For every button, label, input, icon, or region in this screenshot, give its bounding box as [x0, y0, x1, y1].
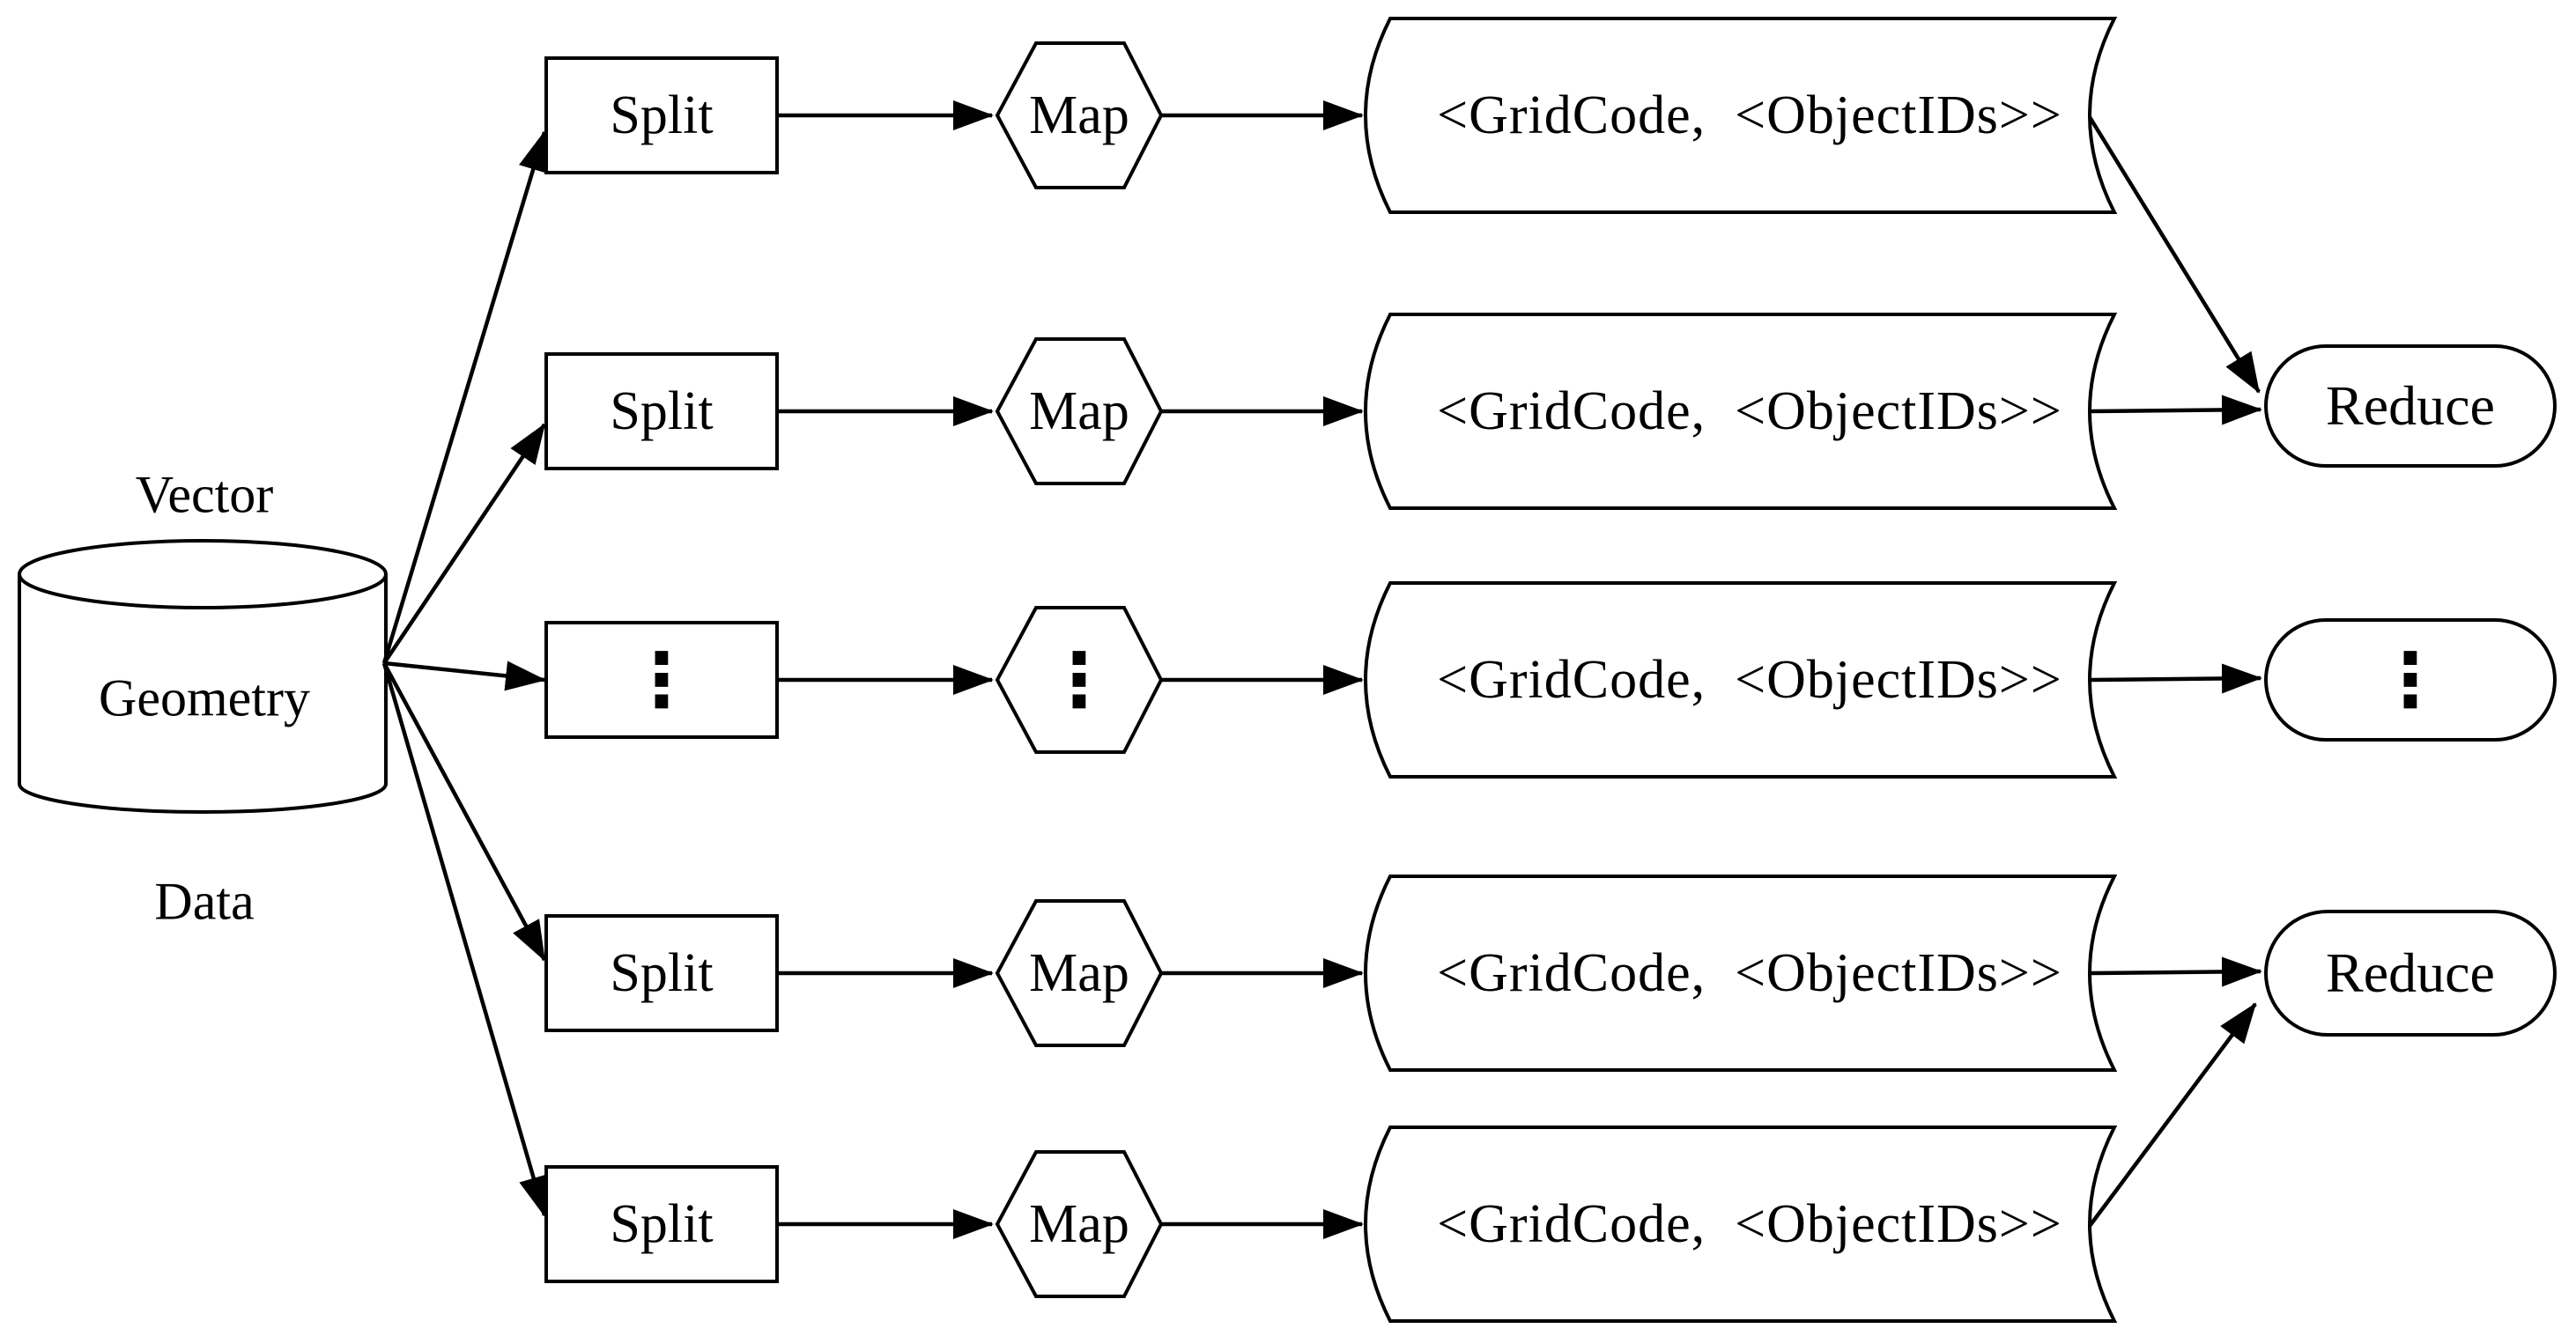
output-label-2: <GridCode, <ObjectIDs>> — [1437, 380, 2062, 441]
map-label-3: ⋮ — [1042, 637, 1116, 723]
arrow-output5-to-reduce2 — [2088, 1002, 2257, 1228]
pipeline-row-3 — [544, 581, 2118, 779]
datastore-label-line3: Data — [154, 872, 255, 931]
map-label-2: Map — [1029, 380, 1129, 441]
datastore-label-line1: Vector — [135, 465, 274, 524]
output-datastore-5 — [1364, 1126, 2118, 1323]
split-box-1 — [544, 56, 779, 174]
reduce-stadium-2 — [2264, 910, 2557, 1037]
output-label-3: <GridCode, <ObjectIDs>> — [1437, 649, 2062, 710]
pipeline-row-1 — [544, 17, 2118, 214]
split-box-5 — [544, 1165, 779, 1283]
datastore-cylinder — [18, 539, 388, 814]
output-datastore-2 — [1364, 313, 2118, 510]
arrow-source-to-split-5 — [381, 662, 549, 1217]
reduce-label-2: Reduce — [2326, 941, 2495, 1004]
converge-arrows — [2088, 115, 2262, 1228]
arrow-output2-to-reduce1 — [2091, 395, 2262, 425]
output-label-5: <GridCode, <ObjectIDs>> — [1437, 1193, 2062, 1254]
split-label-4: Split — [610, 942, 714, 1003]
arrow-source-to-split-4 — [382, 661, 546, 962]
arrow-source-to-split-1 — [381, 130, 548, 664]
split-label-3: ⋮ — [625, 637, 699, 723]
split-label-5: Split — [610, 1193, 714, 1254]
map-label-5: Map — [1029, 1193, 1129, 1254]
output-datastore-1 — [1364, 17, 2118, 214]
arrow-source-to-split-3 — [383, 661, 546, 691]
arrow-output4-to-reduce2 — [2091, 956, 2262, 987]
output-label-1: <GridCode, <ObjectIDs>> — [1437, 85, 2062, 145]
split-label-1: Split — [610, 85, 714, 145]
datastore-label: Vector Geometry Data — [99, 326, 310, 1072]
split-label-2: Split — [610, 380, 714, 441]
dots-stadium-label: ⋮ — [2373, 637, 2447, 723]
reduce-label-1: Reduce — [2326, 373, 2495, 437]
map-label-1: Map — [1029, 85, 1129, 145]
pipeline-row-4 — [544, 875, 2118, 1072]
split-box-2 — [544, 352, 779, 470]
arrow-output1-to-reduce1 — [2088, 115, 2261, 394]
fanout-arrows — [381, 130, 549, 1217]
dots-stadium — [2264, 618, 2557, 742]
split-box-4 — [544, 914, 779, 1032]
pipeline-row-2 — [544, 313, 2118, 510]
arrow-source-to-split-2 — [382, 423, 546, 665]
output-datastore-3 — [1364, 581, 2118, 779]
reduce-stadium-1 — [2264, 344, 2557, 468]
map-label-4: Map — [1029, 942, 1129, 1003]
output-datastore-4 — [1364, 875, 2118, 1072]
pipeline-row-5 — [544, 1126, 2118, 1323]
output-label-4: <GridCode, <ObjectIDs>> — [1437, 942, 2062, 1003]
arrow-output3-to-dots-stadium — [2091, 663, 2262, 694]
datastore-label-line2: Geometry — [99, 668, 310, 727]
